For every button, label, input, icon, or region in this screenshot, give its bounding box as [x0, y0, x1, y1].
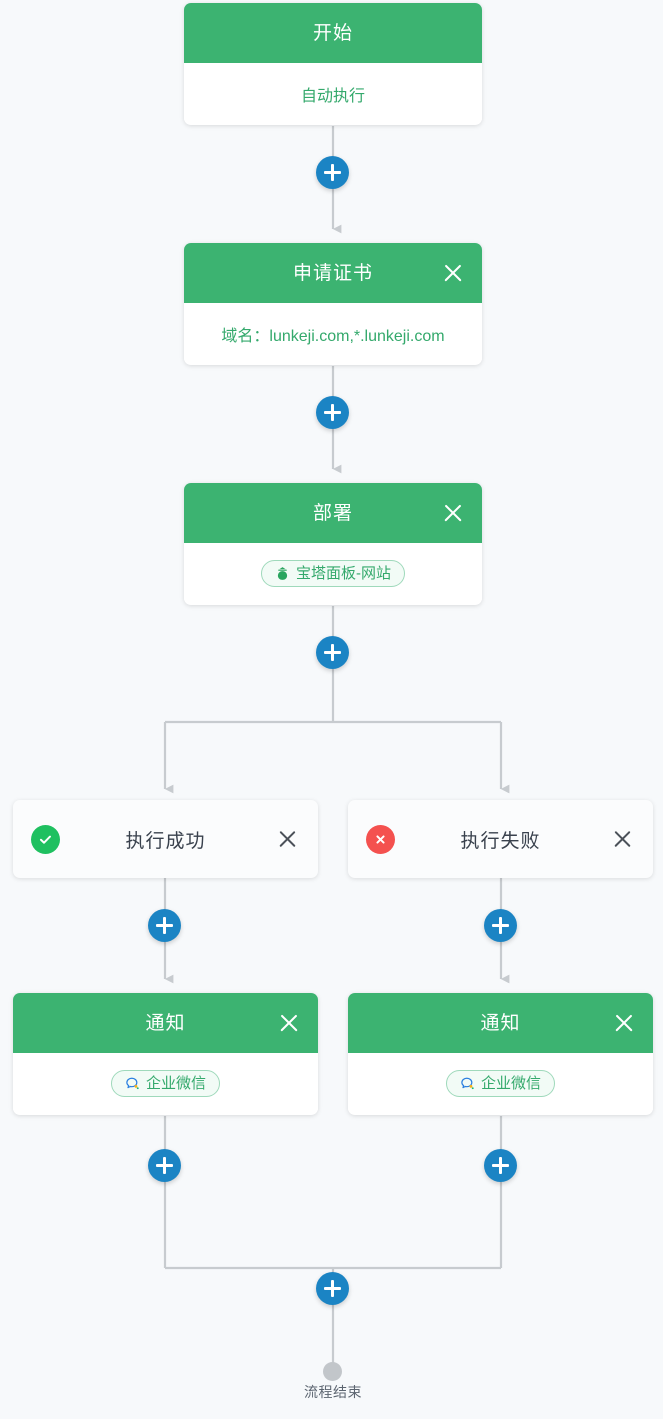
- node-deploy-title: 部署: [312, 502, 353, 524]
- add-after-apply-cert-button[interactable]: [316, 396, 349, 429]
- add-after-notify-left-button[interactable]: [148, 1149, 181, 1182]
- add-after-start-button[interactable]: [316, 156, 349, 189]
- notify-channel-label: 企业微信: [480, 1075, 541, 1092]
- close-icon[interactable]: [613, 1012, 635, 1034]
- node-apply-cert-domains: 域名：lunkeji.com,*.lunkeji.com: [221, 327, 445, 345]
- node-notify-right-title: 通知: [480, 1012, 521, 1034]
- add-after-notify-right-button[interactable]: [484, 1149, 517, 1182]
- notify-channel-tag[interactable]: 企业微信: [445, 1070, 555, 1097]
- wecom-icon: [460, 1076, 475, 1091]
- close-icon[interactable]: [277, 829, 298, 850]
- node-apply-cert-title: 申请证书: [292, 262, 373, 284]
- node-apply-cert[interactable]: 申请证书 域名：lunkeji.com,*.lunkeji.com: [184, 243, 482, 365]
- node-notify-right-body: 企业微信: [348, 1053, 653, 1114]
- add-after-fail-button[interactable]: [484, 909, 517, 942]
- close-icon[interactable]: [442, 502, 464, 524]
- node-start-title: 开始: [312, 22, 353, 44]
- add-before-end-button[interactable]: [316, 1272, 349, 1305]
- wecom-icon: [125, 1076, 140, 1091]
- check-circle-icon: [31, 824, 60, 854]
- node-execution-fail[interactable]: 执行失败: [348, 800, 653, 878]
- node-start-body-text: 自动执行: [300, 87, 365, 105]
- deploy-target-tag[interactable]: 宝塔面板-网站: [261, 560, 405, 587]
- end-node-label: 流程结束: [304, 1384, 362, 1400]
- node-execution-fail-title: 执行失败: [460, 830, 541, 852]
- close-icon[interactable]: [442, 262, 464, 284]
- deploy-target-label: 宝塔面板-网站: [296, 565, 391, 582]
- node-apply-cert-header: 申请证书: [184, 243, 482, 303]
- node-notify-left-header: 通知: [13, 993, 318, 1053]
- node-start[interactable]: 开始 自动执行: [184, 3, 482, 125]
- node-notify-left-body: 企业微信: [13, 1053, 318, 1114]
- node-deploy[interactable]: 部署 宝塔面板-网站: [184, 483, 482, 605]
- node-execution-success[interactable]: 执行成功: [13, 800, 318, 878]
- node-notify-right[interactable]: 通知 企业微信: [348, 993, 653, 1115]
- node-notify-left[interactable]: 通知 企业微信: [13, 993, 318, 1115]
- notify-channel-tag[interactable]: 企业微信: [110, 1070, 220, 1097]
- node-notify-left-title: 通知: [145, 1012, 186, 1034]
- add-after-deploy-button[interactable]: [316, 636, 349, 669]
- add-after-success-button[interactable]: [148, 909, 181, 942]
- node-deploy-body: 宝塔面板-网站: [184, 543, 482, 604]
- node-apply-cert-body: 域名：lunkeji.com,*.lunkeji.com: [184, 303, 482, 364]
- node-start-header: 开始: [184, 3, 482, 63]
- node-notify-right-header: 通知: [348, 993, 653, 1053]
- bt-panel-icon: [275, 566, 290, 581]
- close-icon[interactable]: [278, 1012, 300, 1034]
- node-execution-success-title: 执行成功: [125, 830, 206, 852]
- node-deploy-header: 部署: [184, 483, 482, 543]
- end-node-dot: [323, 1362, 342, 1381]
- notify-channel-label: 企业微信: [145, 1075, 206, 1092]
- close-icon[interactable]: [612, 829, 633, 850]
- x-circle-icon: [366, 824, 395, 854]
- node-start-body: 自动执行: [184, 63, 482, 124]
